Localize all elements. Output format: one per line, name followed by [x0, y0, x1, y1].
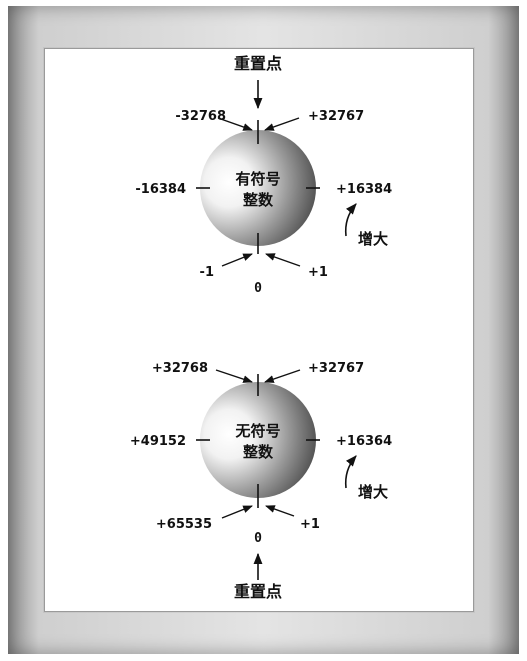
unsigned-center-line1: 无符号	[234, 422, 280, 440]
signed-right-label: +16384	[336, 182, 392, 197]
unsigned-left-label: +49152	[130, 434, 186, 449]
signed-bottom-right-label: +1	[308, 265, 328, 280]
signed-diagram: 重置点 有符号 整数 -32768 +32767 -16384 +16384 -…	[135, 54, 392, 296]
unsigned-zero-label: 0	[254, 531, 262, 546]
unsigned-center-line2: 整数	[243, 443, 274, 461]
unsigned-bottom-right-label: +1	[300, 517, 320, 532]
signed-sphere	[200, 130, 316, 246]
unsigned-top-left-arrow	[215, 369, 253, 383]
signed-increase-arrow	[344, 203, 357, 237]
unsigned-reset-label: 重置点	[234, 582, 282, 601]
unsigned-top-right-arrow	[264, 369, 301, 383]
unsigned-bottom-left-label: +65535	[156, 517, 212, 532]
signed-increase-label: 增大	[358, 230, 388, 248]
unsigned-top-right-label: +32767	[308, 361, 364, 376]
unsigned-right-label: +16364	[336, 434, 392, 449]
unsigned-increase-arrow	[344, 455, 357, 489]
signed-reset-label: 重置点	[234, 54, 282, 73]
unsigned-diagram: 无符号 整数 +32768 +32767 +49152 +16364 +6553…	[130, 361, 392, 601]
signed-zero-label: 0	[254, 281, 262, 296]
unsigned-bottom-left-arrow	[221, 505, 253, 519]
signed-center-line2: 整数	[243, 191, 274, 209]
signed-top-left-label: -32768	[175, 109, 226, 124]
signed-bottom-right-arrow	[265, 253, 301, 267]
unsigned-top-left-label: +32768	[152, 361, 208, 376]
signed-bottom-left-label: -1	[200, 265, 214, 280]
signed-left-label: -16384	[135, 182, 186, 197]
unsigned-increase-label: 增大	[358, 483, 388, 501]
signed-top-right-label: +32767	[308, 109, 364, 124]
unsigned-sphere	[200, 382, 316, 498]
signed-bottom-left-arrow	[221, 253, 253, 267]
signed-top-right-arrow	[264, 117, 300, 131]
signed-top-left-arrow	[217, 117, 253, 131]
signed-center-line1: 有符号	[235, 170, 280, 188]
unsigned-bottom-right-arrow	[265, 505, 295, 517]
